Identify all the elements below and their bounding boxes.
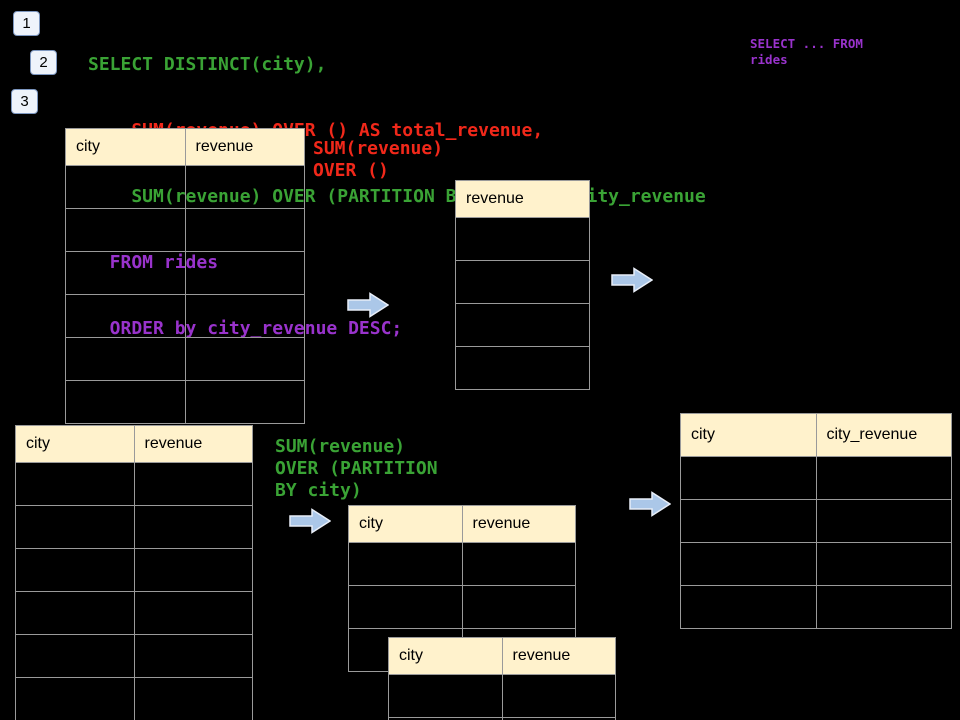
table-row	[680, 585, 952, 629]
table-row	[348, 542, 576, 586]
table-cell	[461, 585, 576, 629]
table-cell	[348, 542, 463, 586]
right-arrow-icon	[289, 508, 331, 534]
table-row	[65, 251, 305, 295]
table-cell	[815, 542, 952, 586]
table-row	[15, 677, 253, 720]
table-cell	[680, 499, 817, 543]
right-arrow-icon	[347, 292, 389, 318]
column-header: revenue	[455, 180, 590, 218]
table-row	[65, 380, 305, 424]
table-cell	[15, 505, 135, 549]
table-cell	[15, 677, 135, 720]
table-row	[15, 548, 253, 592]
column-header: revenue	[133, 425, 253, 463]
table-cell	[455, 346, 590, 390]
table-row	[65, 165, 305, 209]
table-row	[455, 303, 590, 347]
table-row	[680, 499, 952, 543]
table-cell	[133, 505, 253, 549]
table-cell	[15, 634, 135, 678]
sql-code-line: SELECT DISTINCT(city),	[88, 54, 327, 75]
table-cell	[680, 542, 817, 586]
table-cell	[680, 585, 817, 629]
table-row	[455, 217, 590, 261]
table-cell	[680, 456, 817, 500]
table-row	[15, 462, 253, 506]
total-revenue-annotation: SUM(revenue) OVER ()	[313, 138, 444, 181]
column-header: city_revenue	[815, 413, 952, 457]
table-cell	[133, 677, 253, 720]
table-cell	[455, 260, 590, 304]
table-cell	[388, 717, 503, 720]
right-arrow-icon	[629, 491, 671, 517]
table-cell	[184, 165, 305, 209]
table-cell	[455, 303, 590, 347]
table-cell	[501, 674, 616, 718]
table-row	[388, 674, 616, 718]
table-cell	[65, 251, 186, 295]
table-row	[15, 634, 253, 678]
table-cell	[15, 591, 135, 635]
column-header: revenue	[501, 637, 616, 675]
column-header: city	[348, 505, 463, 543]
total-revenue-result-table: revenue	[455, 180, 590, 390]
table-row	[65, 294, 305, 338]
table-cell	[184, 208, 305, 252]
table-row	[15, 591, 253, 635]
table-cell	[815, 585, 952, 629]
table-cell	[133, 591, 253, 635]
sql-snippet-corner: SELECT ... FROM rides	[750, 36, 863, 67]
table-cell	[133, 634, 253, 678]
table-cell	[65, 294, 186, 338]
table-cell	[184, 294, 305, 338]
table-row	[455, 346, 590, 390]
table-row	[680, 456, 952, 500]
table-cell	[501, 717, 616, 720]
column-header: city	[388, 637, 503, 675]
table-cell	[133, 462, 253, 506]
column-header: city	[680, 413, 817, 457]
table-cell	[348, 585, 463, 629]
table-row	[455, 260, 590, 304]
table-row	[348, 585, 576, 629]
step-badge-2: 2	[30, 50, 57, 75]
partition-annotation: SUM(revenue) OVER (PARTITION BY city)	[275, 436, 438, 501]
table-row	[65, 337, 305, 381]
table-cell	[184, 337, 305, 381]
table-row	[680, 542, 952, 586]
table-cell	[184, 251, 305, 295]
column-header: revenue	[184, 128, 305, 166]
step-badge-3: 3	[11, 89, 38, 114]
table-cell	[455, 217, 590, 261]
table-cell	[65, 208, 186, 252]
table-cell	[15, 462, 135, 506]
table-cell	[815, 456, 952, 500]
table-cell	[15, 548, 135, 592]
table-cell	[65, 380, 186, 424]
table-row	[15, 505, 253, 549]
table-cell	[461, 542, 576, 586]
column-header: city	[65, 128, 186, 166]
table-cell	[65, 165, 186, 209]
right-arrow-icon	[611, 267, 653, 293]
column-header: city	[15, 425, 135, 463]
table-row	[65, 208, 305, 252]
table-row	[388, 717, 616, 720]
step-badge-1: 1	[13, 11, 40, 36]
table-cell	[184, 380, 305, 424]
table-cell	[388, 674, 503, 718]
column-header: revenue	[461, 505, 576, 543]
table-cell	[133, 548, 253, 592]
table-cell	[815, 499, 952, 543]
table-cell	[65, 337, 186, 381]
